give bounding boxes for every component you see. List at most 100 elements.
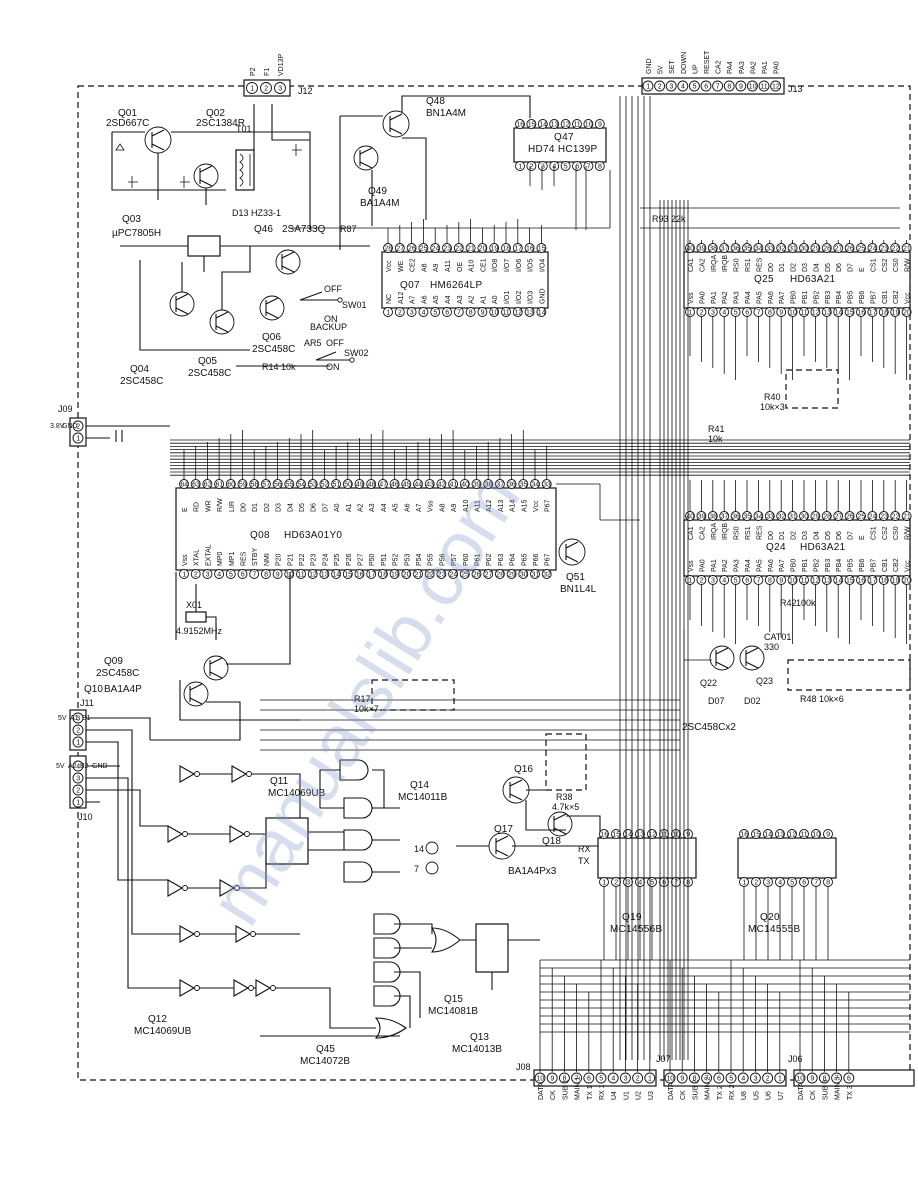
r42-value: 100k [796,598,816,608]
r14-label: R14 10k [262,362,296,372]
q08-top-pinname-14: A1 [346,503,353,512]
j13-pin-11 [758,80,770,92]
q08-top-pinname-12: D7 [322,503,329,512]
q25-bot-pinname-18: CB2 [893,290,900,304]
q25-bot-pinname-15: PB6 [859,291,866,304]
q25-pin-number: 20 [903,310,911,317]
q24-pin-number: 13 [823,578,831,585]
j07-pin-number: 8 [693,1076,697,1083]
q25-pin-number: 13 [823,310,831,317]
j08-pin-8 [558,1072,570,1084]
j07-pin-10 [664,1072,676,1084]
r40-label: R40 [764,392,781,402]
q07-pin-number: 1 [386,310,390,317]
r87-label: R87 [340,224,357,234]
q08-pin-number: 55 [286,482,294,489]
j08-pin-5 [595,1072,607,1084]
j08-signal-7: U1 [623,1091,630,1100]
q07-pin-number: 20 [479,246,487,253]
j06-pin-6 [843,1072,855,1084]
q08-bot-pinname-19: P53 [404,553,411,566]
j13-pin-number: 4 [681,84,685,91]
q07-top-pinname-11: I/O6 [516,259,523,272]
q08-bot-pinname-16: P50 [369,553,376,566]
q07-bot-pinname-2: A7 [410,295,417,304]
q25-pin-number: 18 [880,310,888,317]
q25-pin-number: 24 [869,246,877,253]
q24-bot-pinname-4: PA3 [734,559,741,572]
j07-label: J07 [656,1054,671,1064]
j13-pin-1 [642,80,654,92]
q51-part: BN1L4L [560,584,597,595]
q08-bot-pinname-10: P22 [299,553,306,566]
q08-pin-number: 23 [438,572,446,579]
j08-pin-number: 6 [587,1076,591,1083]
q20-pin-number: 10 [812,832,820,839]
j13-signal-9: PA2 [750,61,757,74]
q20-pin-13 [775,829,785,839]
q24-pin-number: 31 [789,514,797,521]
q08-pin-number: 4 [217,572,221,579]
q08-bot-pinname-31: P67 [545,553,552,566]
j07-signal-5: RX 2 [729,1084,736,1100]
q47-part: HD74 HC139P [528,144,597,155]
q24-top-pinname-8: D1 [779,531,786,540]
j13-signal-7: PA4 [727,61,734,74]
q08-pin-number: 45 [403,482,411,489]
j08-signal-9: U3 [648,1091,655,1100]
q24-pin-number: 12 [812,578,820,585]
q05-ref: Q05 [198,356,217,367]
q08-bot-pinname-29: P65 [521,553,528,566]
q20-pin-number: 15 [752,832,760,839]
q24-pin-number: 21 [903,514,911,521]
q47-pin-number: 9 [598,122,602,129]
j13-signal-8: PA3 [739,61,746,74]
transistor-q22 [709,645,735,671]
q08-pin-10 [284,569,295,579]
q08-top-pinname-28: A14 [510,499,517,512]
q07-pin-number: 21 [467,246,475,253]
q08-bot-pinname-24: P60 [463,553,470,566]
q47-pin-12 [560,119,571,129]
q25-top-pinname-0: CA1 [688,258,695,272]
q20-pin-number: 2 [754,880,758,887]
r41-label: R41 [708,424,725,434]
q25-pin-number: 34 [755,246,763,253]
j13-signal-6: CA2 [716,60,723,74]
x01-label: X01 [186,600,202,610]
q20-pin-number: 16 [740,832,748,839]
j12-pin-1 [246,82,258,94]
q09-ref-title: Q09 [104,656,123,667]
q07-pin-number: 16 [526,246,534,253]
q47-ref: Q47 [554,132,574,143]
j06-signal-3: MAIN 3 [835,1077,842,1100]
j13-pin-6 [700,80,712,92]
j07-signal-8: U6 [766,1091,773,1100]
q08-pin-number: 41 [450,482,458,489]
q49-part: BA1A4M [360,198,399,209]
q24-bot-pinname-18: CB2 [893,558,900,572]
q24-top-pinname-2: IRQA [711,523,718,540]
q08-pin-number: 22 [426,572,434,579]
d02-label: D02 [744,696,761,706]
q07-bot-pinname-6: A3 [457,295,464,304]
q08-top-pinname-10: D5 [299,503,306,512]
rx-label: RX [578,844,591,854]
q07-ref: Q07 [400,280,420,291]
q25-bot-pinname-8: PA7 [779,291,786,304]
q24-pin-number: 38 [709,514,717,521]
t01-label: T01 [236,124,252,134]
q08-pin-number: 16 [356,572,364,579]
transistor-q46 [275,249,301,275]
q47-pin-number: 12 [562,122,570,129]
q25-bot-pinname-7: PA6 [768,291,775,304]
q24-pin-number: 17 [869,578,877,585]
q08-top-pinname-9: D4 [287,503,294,512]
cat01-value: 330 [764,642,779,652]
q25-pin-number: 12 [812,310,820,317]
q07-bot-pinname-4: A5 [433,295,440,304]
j06-signal-0: DATA [798,1082,805,1100]
on-label-2: ON [326,362,340,372]
q08-pin-number: 27 [485,572,493,579]
j08-pin-10 [534,1072,546,1084]
